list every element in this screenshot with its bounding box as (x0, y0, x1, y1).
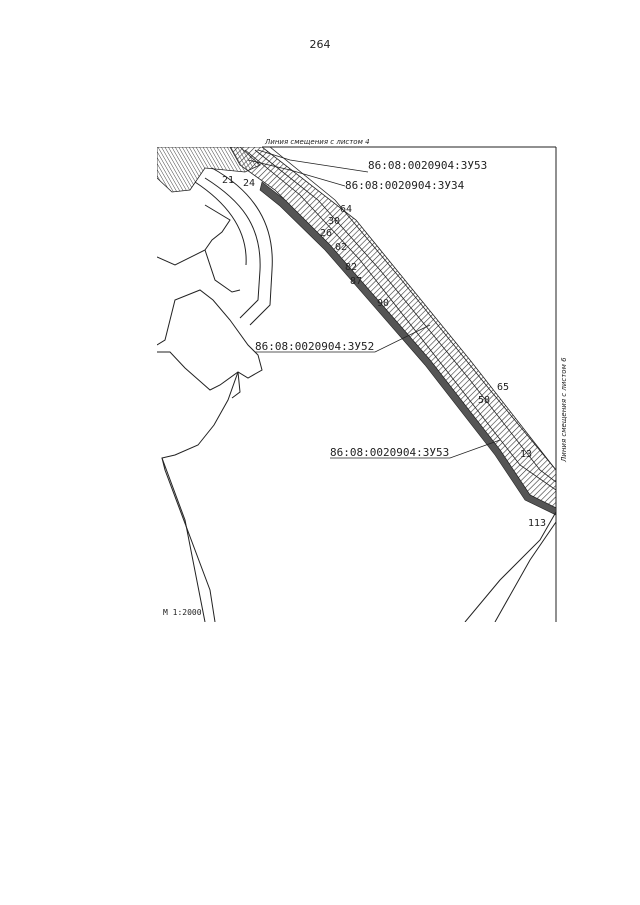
curved-road (194, 167, 273, 326)
point-label: 30 (328, 216, 340, 227)
point-label: 64 (340, 204, 352, 215)
corner-hatch-block (157, 147, 261, 193)
corridor-lines (244, 147, 556, 491)
point-labels: 21 24 64 30 26 02 82 87 90 65 58 13 113 (222, 175, 546, 529)
page-number: 264 (309, 38, 331, 51)
parcel-label-3u53-bottom: 86:08:0020904:3У53 (330, 446, 449, 459)
scale-label: М 1:2000 (163, 608, 202, 617)
point-label: 24 (243, 178, 255, 189)
point-label: 21 (222, 175, 234, 186)
leader-lines (247, 149, 501, 459)
point-label: 02 (335, 242, 347, 253)
point-label: 113 (528, 518, 546, 529)
point-label: 58 (478, 395, 490, 406)
point-label: 26 (320, 228, 332, 239)
right-sheet-line-label: Линия смещения с листом 6 (560, 357, 568, 463)
point-label: 87 (350, 276, 362, 287)
point-label: 65 (497, 382, 509, 393)
parcel-label-3u52: 86:08:0020904:3У52 (255, 340, 374, 353)
road-edge-strip (259, 181, 556, 516)
parcel-label-3u53-top: 86:08:0020904:3У53 (368, 159, 487, 172)
point-label: 82 (345, 262, 357, 273)
map-frame (262, 146, 557, 622)
parcel-outlines (157, 204, 556, 622)
point-label: 13 (520, 449, 532, 460)
point-label: 90 (377, 298, 389, 309)
top-sheet-line-label: Линия смещения с листом 4 (264, 138, 370, 146)
parcel-label-3u34: 86:08:0020904:3У34 (345, 179, 465, 192)
